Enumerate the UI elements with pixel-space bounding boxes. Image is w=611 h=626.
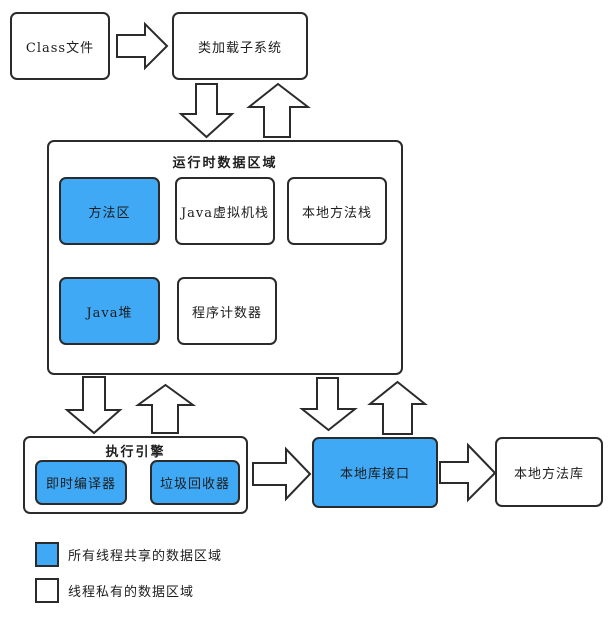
arrow-down-loader-to-runtime	[178, 83, 235, 139]
node-native-method-library: 本地方法库	[495, 437, 603, 507]
legend-swatch-shared	[35, 542, 59, 567]
node-jvm-stack: Java虚拟机栈	[175, 177, 275, 245]
node-native-method-stack: 本地方法栈	[287, 177, 387, 245]
legend-label-shared: 所有线程共享的数据区域	[68, 549, 223, 564]
arrow-up-native-interface-to-runtime	[367, 380, 428, 435]
node-garbage-collector: 垃圾回收器	[150, 460, 240, 505]
legend-swatch-private	[35, 578, 59, 603]
arrow-right-native-interface-to-library	[439, 442, 497, 503]
node-class-file: Class文件	[10, 12, 110, 80]
arrow-right-engine-to-native-interface	[252, 446, 312, 502]
node-program-counter: 程序计数器	[177, 277, 277, 345]
node-method-area: 方法区	[59, 177, 160, 245]
arrow-up-engine-to-runtime	[134, 383, 197, 434]
legend-item-private: 线程私有的数据区域	[35, 578, 194, 603]
execution-engine-title: 执行引擎	[105, 445, 166, 460]
runtime-data-area-title: 运行时数据区域	[172, 156, 278, 171]
arrow-down-runtime-to-native-interface	[299, 377, 358, 432]
node-jit-compiler: 即时编译器	[35, 460, 127, 505]
node-native-library-interface: 本地库接口	[312, 437, 438, 508]
node-java-heap: Java堆	[59, 277, 160, 345]
arrow-up-runtime-to-loader	[246, 82, 311, 138]
legend-label-private: 线程私有的数据区域	[68, 585, 195, 600]
legend-item-shared: 所有线程共享的数据区域	[35, 542, 222, 567]
node-class-loader-subsystem: 类加载子系统	[172, 12, 308, 80]
arrow-right-classfile-to-loader	[116, 21, 169, 71]
arrow-down-runtime-to-engine	[64, 376, 123, 435]
